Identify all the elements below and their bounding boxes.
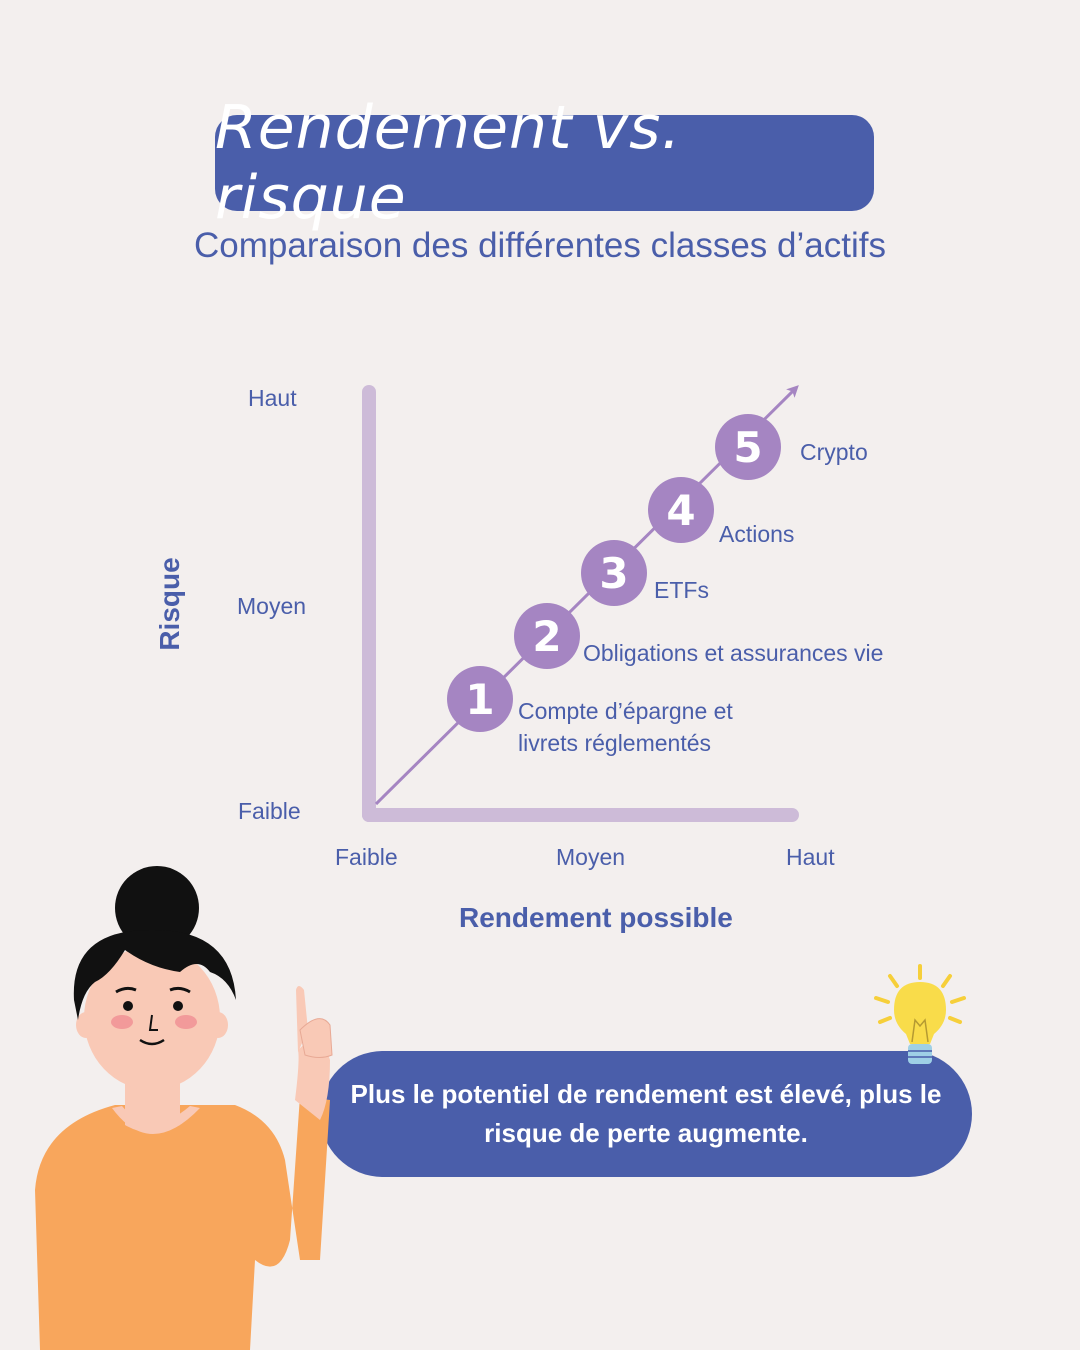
y-tick-label-low: Faible bbox=[238, 798, 301, 824]
asset-label-3: ETFs bbox=[654, 577, 709, 603]
asset-label-1-line-2: livrets réglementés bbox=[518, 730, 711, 756]
page-title: Rendement vs. risque bbox=[215, 93, 682, 233]
asset-marker-3 bbox=[581, 540, 647, 606]
x-tick-label-high: Haut bbox=[786, 844, 835, 870]
y-tick-label-medium: Moyen bbox=[237, 593, 307, 619]
asset-label-5: Crypto bbox=[800, 439, 868, 465]
asset-marker-number-1: 1 bbox=[465, 675, 494, 724]
woman-pointing-icon bbox=[35, 866, 333, 1350]
asset-marker-number-3: 3 bbox=[599, 549, 628, 598]
asset-label-1-line-1: Compte d’épargne et bbox=[518, 698, 733, 724]
asset-marker-2 bbox=[514, 603, 580, 669]
x-tick-label-low: Faible bbox=[335, 844, 398, 870]
x-tick-label-medium: Moyen bbox=[556, 844, 626, 870]
asset-marker-1 bbox=[447, 666, 513, 732]
page-subtitle: Comparaison des différentes classes d’ac… bbox=[194, 226, 886, 265]
asset-marker-number-5: 5 bbox=[733, 423, 762, 472]
y-tick-label-high: Haut bbox=[248, 385, 297, 411]
title-banner: Rendement vs. risque bbox=[215, 93, 874, 233]
asset-marker-5 bbox=[715, 414, 781, 480]
asset-marker-number-4: 4 bbox=[666, 486, 695, 535]
key-message-bubble: Plus le potentiel de rendement est élevé… bbox=[320, 1051, 972, 1177]
asset-label-4: Actions bbox=[719, 521, 794, 547]
asset-marker-number-2: 2 bbox=[532, 612, 561, 661]
key-message-text: Plus le potentiel de rendement est élevé… bbox=[350, 1079, 942, 1148]
asset-label-2: Obligations et assurances vie bbox=[583, 640, 883, 666]
lightbulb-icon bbox=[874, 964, 966, 1064]
x-axis-title: Rendement possible bbox=[459, 902, 733, 933]
asset-marker-4 bbox=[648, 477, 714, 543]
